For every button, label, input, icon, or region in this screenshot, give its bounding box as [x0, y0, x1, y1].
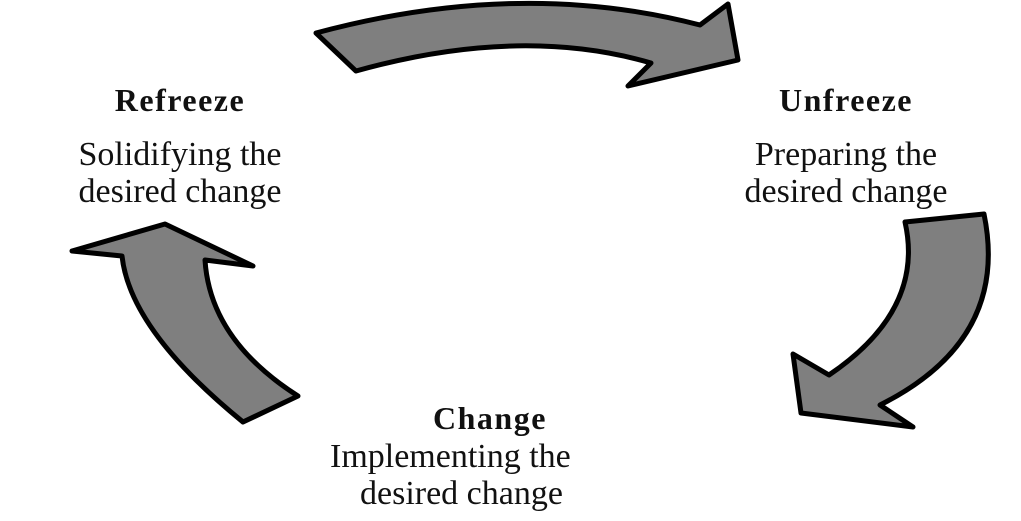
curved-arrow-down-left-icon: [790, 211, 991, 430]
curved-arrow-up-icon: [69, 221, 301, 425]
curved-arrow-right-icon: [313, 0, 741, 89]
stage-description-line2: desired change: [78, 173, 282, 210]
stage-description-line2: desired change: [360, 475, 563, 512]
stage-change: Change Implementing the desired change: [330, 400, 775, 512]
stage-description-line1: Solidifying the: [78, 136, 282, 173]
stage-title: Change: [433, 400, 547, 436]
stage-unfreeze: Unfreeze Preparing the desired change: [666, 82, 1021, 210]
stage-description-line2: desired change: [744, 173, 948, 210]
stage-title: Unfreeze: [779, 82, 913, 118]
stage-title: Refreeze: [114, 82, 246, 118]
stage-refreeze: Refreeze Solidifying the desired change: [0, 82, 360, 210]
stage-description-line1: Implementing the: [330, 438, 571, 475]
stage-description-line1: Preparing the: [754, 136, 938, 173]
